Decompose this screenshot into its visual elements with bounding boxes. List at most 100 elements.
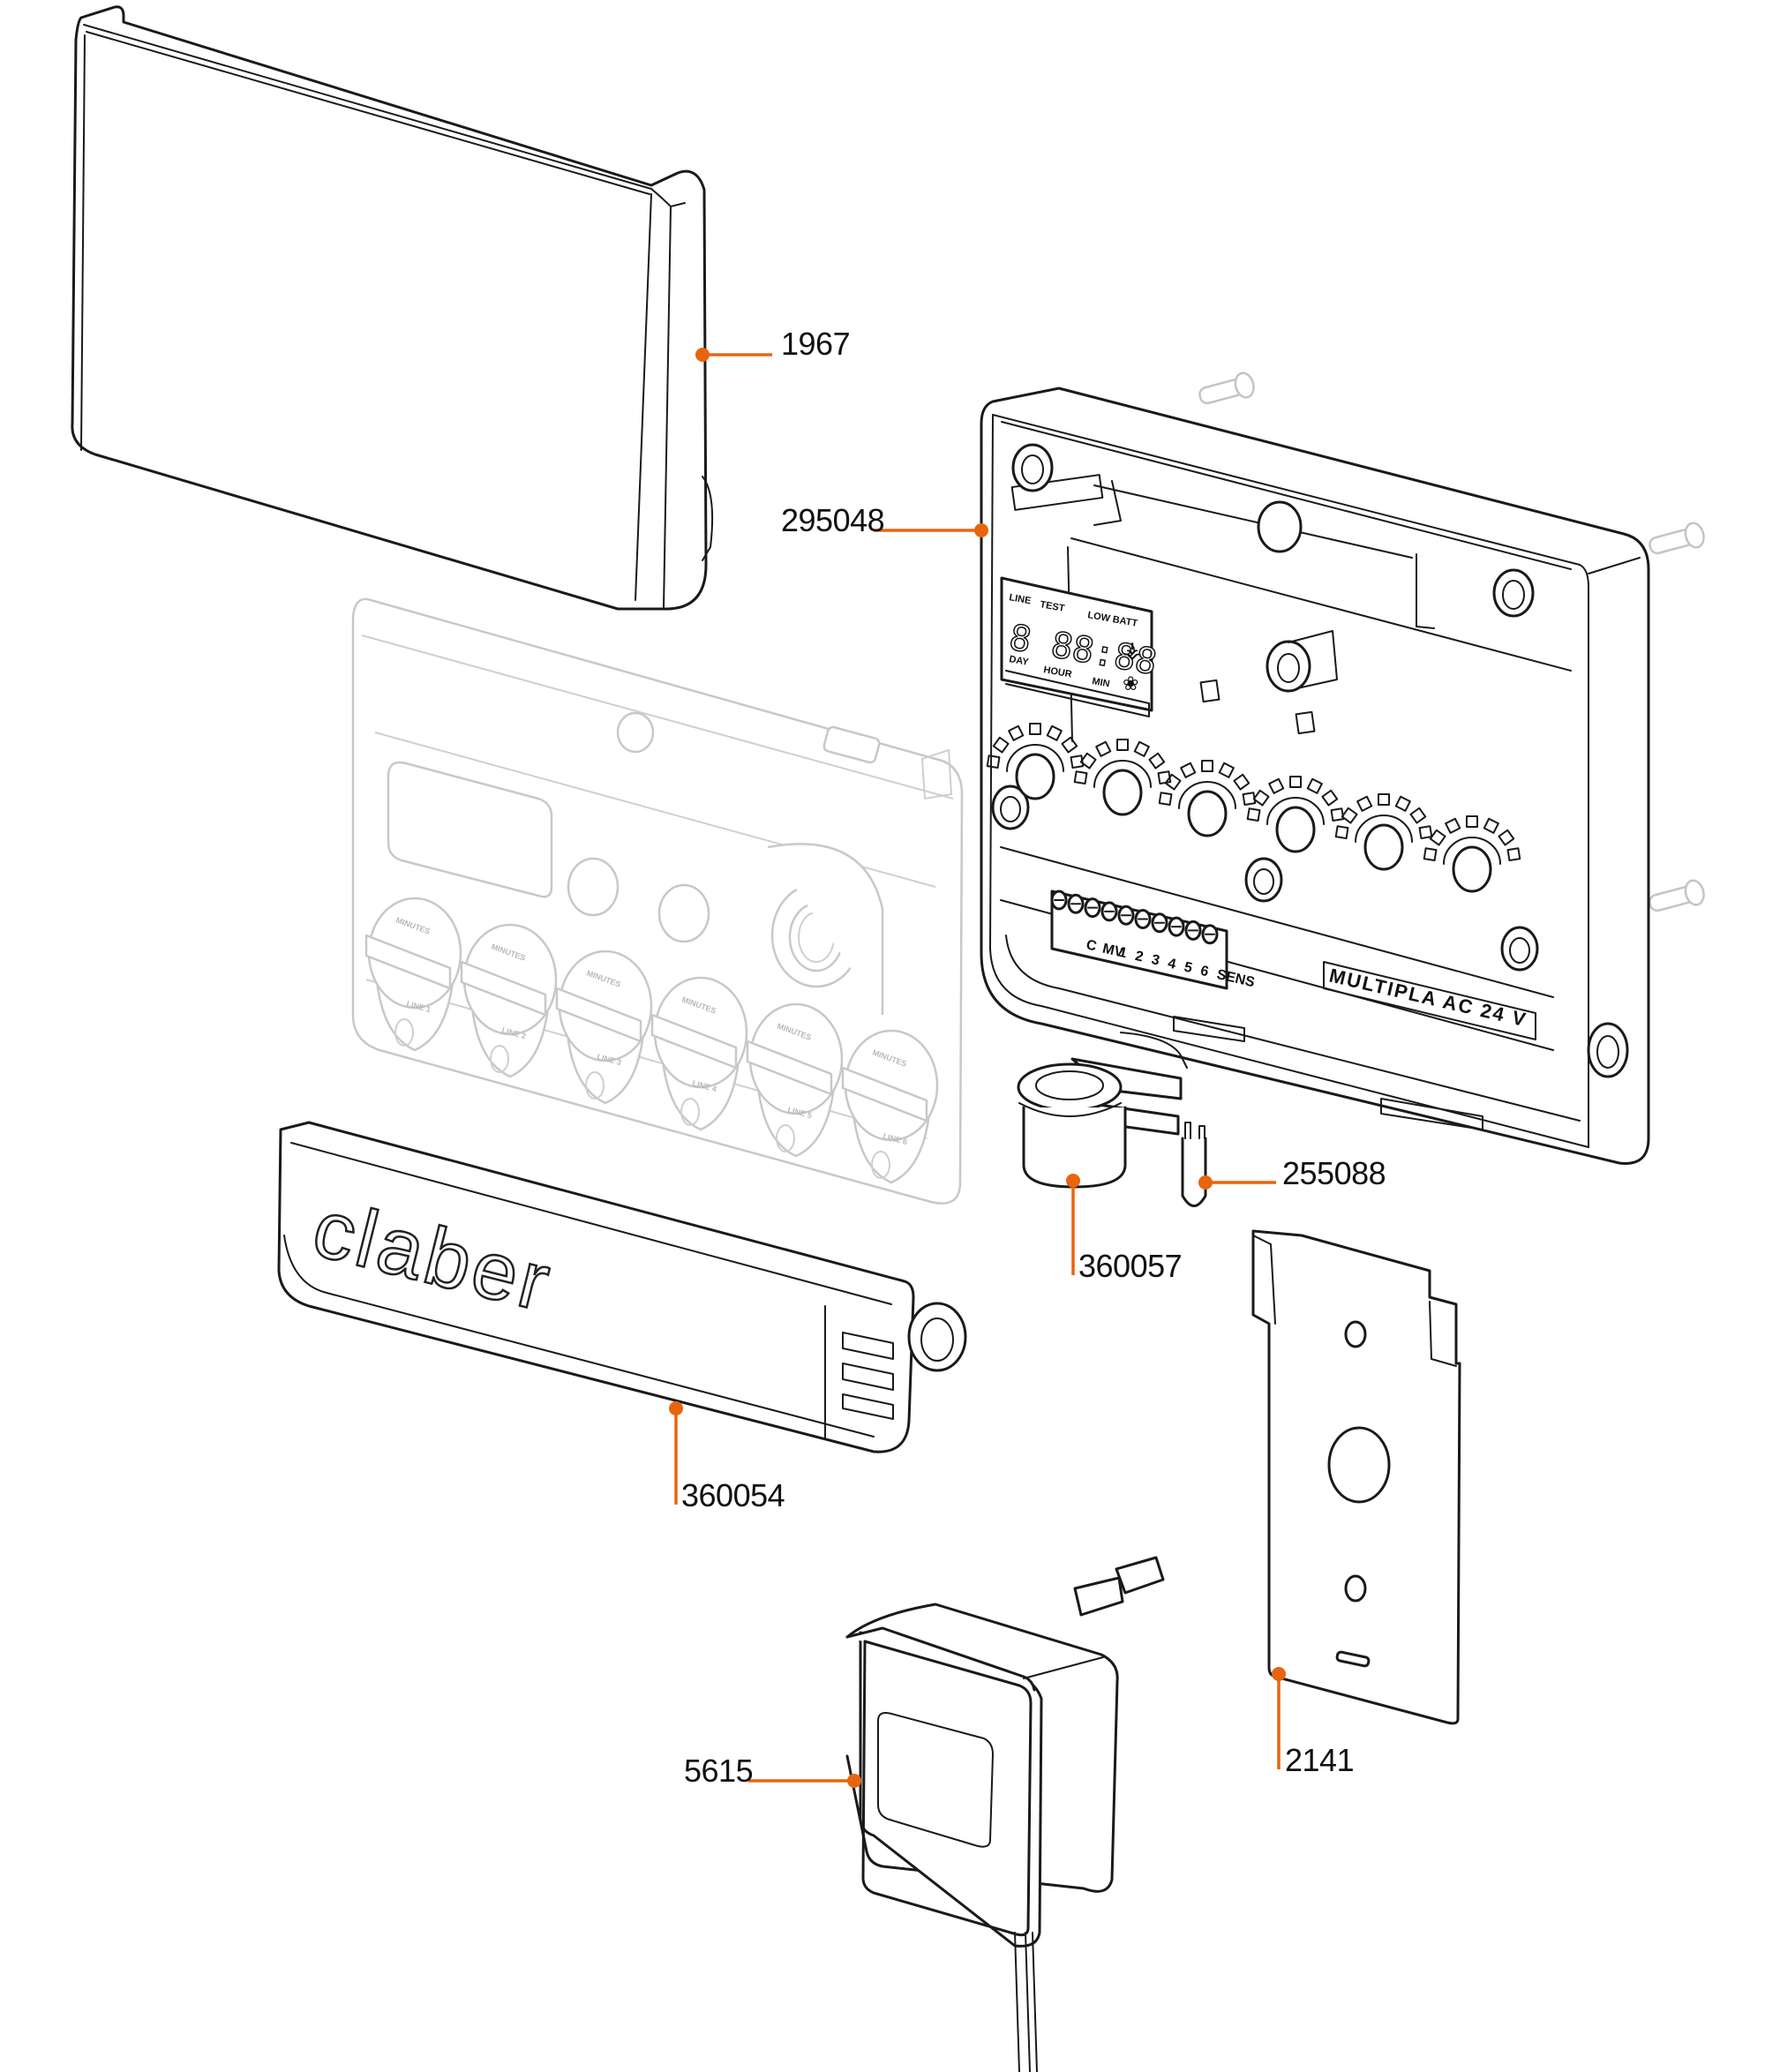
zone-dial — [1423, 815, 1521, 893]
terminal-label: 3 — [1150, 952, 1161, 969]
terminal-label: 2 — [1134, 949, 1145, 965]
dial-tick — [1061, 736, 1078, 754]
dial-tick — [1429, 829, 1446, 846]
dial-tick — [1334, 825, 1349, 839]
terminal-label: C — [1085, 937, 1099, 954]
callout-dot — [847, 1774, 861, 1788]
dial-tick — [1008, 724, 1025, 741]
dial-hole — [1102, 769, 1143, 816]
dial-tick — [1046, 724, 1063, 741]
zone-dial — [986, 722, 1085, 800]
dial-tick — [1028, 722, 1042, 736]
part-number-label[interactable]: 2141 — [1285, 1742, 1355, 1778]
dial-tick — [1200, 759, 1214, 773]
dial-hole — [1015, 753, 1055, 800]
dial-tick — [1377, 792, 1391, 807]
dial-tick — [1218, 762, 1235, 778]
dial-tick — [1498, 829, 1515, 846]
zone-dial — [1158, 759, 1257, 837]
dial-tick — [1073, 770, 1088, 785]
dial-tick — [1233, 773, 1251, 791]
callout-dot — [695, 348, 710, 362]
fan-icon: ❀ — [1123, 673, 1138, 695]
dial-hole — [1275, 806, 1316, 853]
terminal-label: 6 — [1199, 964, 1211, 980]
part-number-label[interactable]: 1967 — [781, 326, 851, 362]
screws — [1198, 372, 1705, 912]
callout-dot — [669, 1401, 683, 1415]
part-number-label[interactable]: 5615 — [684, 1753, 754, 1789]
dial-tick — [992, 736, 1010, 754]
dial-tick — [1095, 740, 1112, 757]
callout-dot — [1272, 1667, 1286, 1681]
dial-tick — [1306, 777, 1323, 794]
dial-tick — [1115, 738, 1130, 752]
lcd-label-day: DAY — [1008, 654, 1030, 668]
callout-1967: 1967 — [695, 326, 851, 362]
dial-hole — [1452, 845, 1492, 893]
jumper-part[interactable] — [1181, 1122, 1207, 1207]
terminal-cover-part[interactable]: claber — [277, 1121, 967, 1453]
power-adapter-part[interactable] — [845, 1556, 1165, 2072]
terminal-label: 5 — [1183, 960, 1194, 977]
callout-295048: 295048 — [781, 502, 988, 538]
part-number-label[interactable]: 295048 — [781, 502, 885, 538]
dial-tick — [1288, 775, 1303, 789]
dial-tick — [1483, 817, 1499, 834]
dial-tick — [1341, 807, 1358, 824]
dial-tick — [1409, 807, 1427, 824]
callout-5615: 5615 — [684, 1753, 861, 1789]
dial-tick — [1158, 792, 1173, 806]
lcd-display: LINE TEST LOW BATT DAY HOUR MIN 8 88:88 … — [1000, 576, 1160, 717]
screw — [1649, 522, 1705, 555]
dial-hole — [1363, 823, 1404, 871]
cover-part[interactable] — [71, 5, 714, 611]
zone-dial — [1246, 775, 1345, 853]
zone-dial — [1334, 792, 1433, 871]
dial-tick — [1079, 752, 1097, 769]
callout-2141: 2141 — [1272, 1667, 1355, 1778]
dial-tick — [1423, 847, 1438, 861]
dial-tick — [1246, 807, 1261, 822]
callout-360057: 360057 — [1066, 1174, 1183, 1284]
dial-tick — [1506, 847, 1521, 861]
lcd-label-hour: HOUR — [1042, 664, 1072, 679]
dial-tick — [1133, 740, 1150, 757]
lcd-label-line: LINE — [1008, 592, 1032, 606]
dial-tick — [1445, 817, 1461, 834]
wall-plate-part[interactable] — [1251, 1229, 1461, 1725]
callout-dot — [1066, 1174, 1080, 1188]
part-number-label[interactable]: 255088 — [1282, 1155, 1386, 1191]
dial-hole — [1187, 790, 1228, 837]
terminal-label: MV — [1101, 942, 1126, 961]
screw — [1649, 879, 1705, 912]
housing-part[interactable] — [980, 387, 1650, 1165]
callout-255088: 255088 — [1198, 1155, 1386, 1191]
dial-tick — [1252, 789, 1270, 807]
cable-gland-part[interactable] — [1017, 1057, 1183, 1189]
dial-tick — [1465, 815, 1479, 829]
dial-tick — [1418, 825, 1433, 839]
callout-dot — [974, 523, 988, 537]
dial-tick — [1330, 807, 1345, 822]
dial-tick — [1148, 752, 1166, 769]
screw — [1198, 372, 1255, 405]
part-number-label[interactable]: 360057 — [1078, 1248, 1183, 1284]
lcd-label-test: TEST — [1039, 599, 1065, 614]
part-number-label[interactable]: 360054 — [681, 1477, 785, 1513]
dial-tick — [1394, 795, 1411, 812]
dial-tick — [986, 754, 1001, 769]
lcd-label-min: MIN — [1091, 676, 1110, 689]
callout-dot — [1198, 1175, 1213, 1190]
dial-tick — [1180, 762, 1197, 778]
dial-tick — [1164, 773, 1182, 791]
